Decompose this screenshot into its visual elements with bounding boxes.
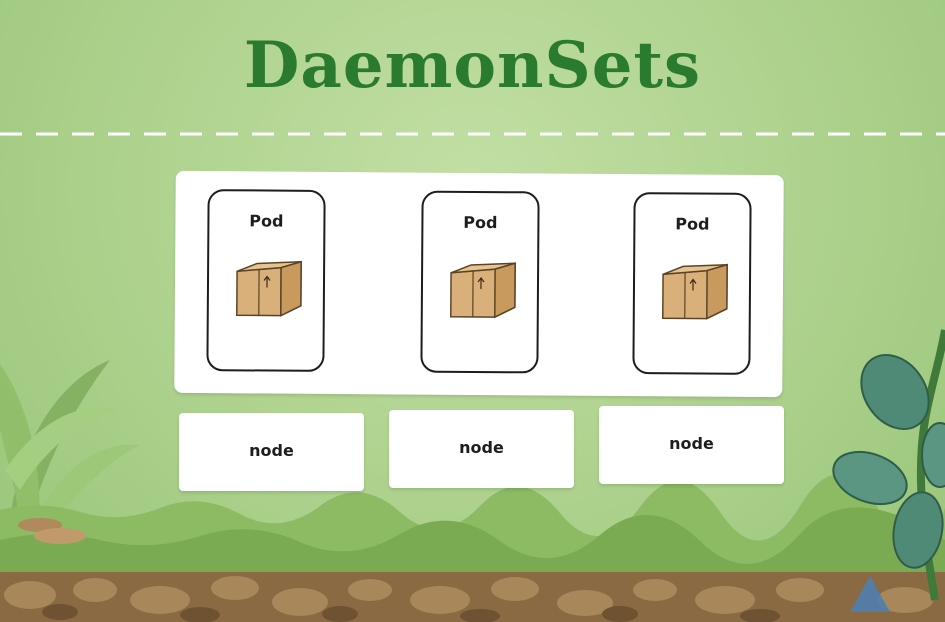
node-label: node bbox=[459, 438, 504, 457]
pod-card: Pod bbox=[632, 192, 752, 375]
pod-card: Pod bbox=[206, 189, 326, 372]
pod-label: Pod bbox=[675, 214, 710, 234]
package-box-icon bbox=[662, 263, 728, 320]
package-box-icon bbox=[236, 260, 302, 317]
right-plant-icon bbox=[832, 329, 945, 601]
triangle-logo-icon bbox=[850, 576, 890, 612]
pod-label: Pod bbox=[249, 211, 284, 231]
pod-label: Pod bbox=[463, 212, 498, 233]
slide-title: DaemonSets bbox=[243, 28, 702, 103]
title-divider bbox=[0, 132, 945, 136]
pods-panel: Pod Pod Pod bbox=[174, 170, 784, 398]
package-box-icon bbox=[450, 262, 516, 319]
node-label: node bbox=[249, 441, 294, 460]
node-label: node bbox=[669, 434, 714, 453]
node-card: node bbox=[389, 410, 574, 488]
node-card: node bbox=[599, 406, 784, 484]
pod-card: Pod bbox=[420, 190, 540, 374]
left-plant-icon bbox=[0, 360, 140, 520]
node-card: node bbox=[179, 413, 364, 491]
